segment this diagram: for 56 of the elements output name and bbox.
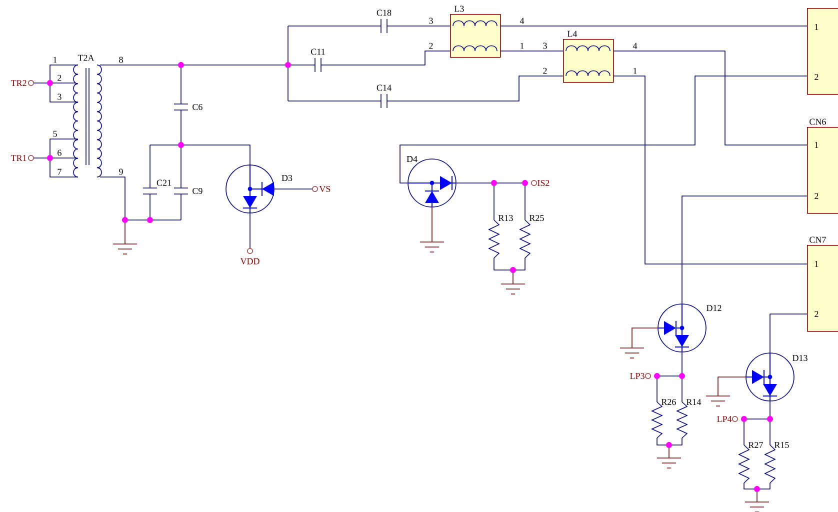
pin-number: 2 [543, 68, 547, 74]
inductor-box: L4 [563, 30, 614, 83]
pin-number: 1 [54, 56, 57, 63]
connector-box: CN7 1 2 [807, 236, 838, 332]
component-label: R14 [686, 399, 702, 405]
node-label: CN7 [810, 236, 826, 243]
component-label: C11 [311, 48, 325, 55]
connector-box: 1 2 [807, 8, 838, 95]
component-label: R15 [774, 442, 789, 448]
component-label: R26 [661, 398, 676, 406]
wire [500, 50, 564, 52]
pin-number: 4 [632, 42, 638, 49]
pin-number: 4 [520, 18, 524, 24]
component-label: C21 [156, 180, 171, 186]
wire [746, 401, 770, 420]
wire [613, 50, 808, 146]
wire [34, 82, 76, 84]
wire [456, 182, 522, 184]
pin-number: 3 [429, 18, 433, 24]
transformer-drawing: T2A [73, 54, 102, 178]
component-label: C6 [192, 104, 202, 110]
wire [770, 314, 808, 353]
terminal-label: VS [312, 186, 330, 192]
node-label: CN6 [810, 118, 826, 125]
pin-number: 7 [58, 168, 62, 175]
pin-number: 1 [634, 68, 637, 74]
wire [660, 352, 682, 376]
node-label: L4 [567, 30, 578, 37]
component-label: C14 [376, 84, 392, 91]
pin-number: 2 [58, 74, 62, 81]
wire [682, 196, 808, 304]
wire [274, 188, 312, 190]
pin-number: 3 [58, 94, 62, 100]
pin-number: 9 [119, 168, 123, 175]
terminal-label: VDD [240, 248, 260, 264]
pin-number: 3 [543, 42, 547, 49]
component-label: C18 [376, 10, 392, 16]
component-label: R27 [748, 442, 763, 448]
terminal-label: LP4 [717, 416, 747, 422]
terminal-label: TR2 [10, 80, 34, 86]
inductor-box: L3 [450, 6, 501, 58]
connector-box: CN6 1 2 [807, 118, 838, 214]
component-label: C9 [192, 188, 202, 194]
pin-number: 2 [429, 42, 433, 49]
component-label: R13 [498, 214, 513, 222]
component-label: R25 [529, 214, 544, 222]
terminal-label: TR1 [10, 155, 34, 161]
pin-number: 1 [520, 42, 524, 49]
pin-number: 8 [119, 56, 123, 63]
pin-number: 5 [53, 130, 57, 137]
terminal-label: IS2 [522, 180, 550, 186]
pin-number: 6 [58, 150, 62, 156]
wire [613, 76, 808, 264]
wire [400, 76, 808, 184]
terminal-label: LP3 [630, 372, 660, 380]
node-label: L3 [454, 6, 464, 12]
